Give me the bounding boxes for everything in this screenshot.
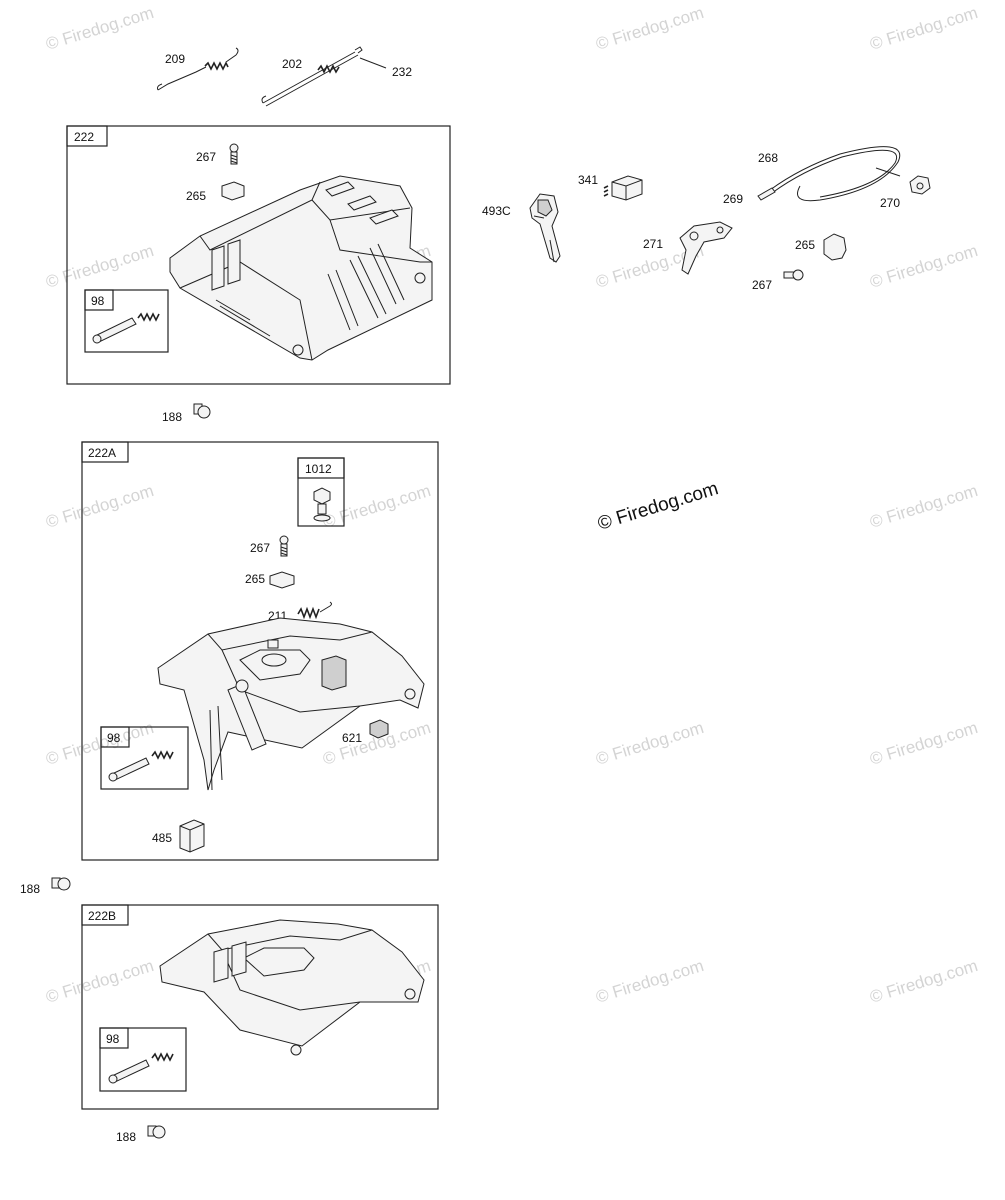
- pin-and-spring-98: [92, 312, 160, 344]
- group-222b: 222B 98: [81, 904, 439, 1110]
- callout-188: 188: [162, 410, 182, 424]
- callout-265: 265: [186, 189, 206, 203]
- leader-232: [359, 57, 387, 69]
- watermark: © Firedog.com: [868, 956, 980, 1007]
- callout-188: 188: [20, 882, 40, 896]
- stud-1012: [313, 487, 331, 522]
- bolt-188: [147, 1125, 166, 1139]
- spring-209: [157, 47, 239, 91]
- callout-493c: 493C: [482, 204, 511, 218]
- group-222a: 222A 1012 267 265 211: [81, 441, 439, 861]
- link-202: [261, 46, 363, 107]
- watermark: © Firedog.com: [44, 956, 156, 1007]
- boot-485: [179, 819, 205, 853]
- spacer-341: [603, 175, 643, 201]
- watermark: © Firedog.com: [868, 241, 980, 292]
- bolt-188: [193, 403, 211, 419]
- kit-label-98: 98: [91, 294, 105, 308]
- kit-label-1012: 1012: [305, 462, 332, 476]
- center-watermark: © Firedog.com: [595, 478, 721, 535]
- control-bracket-222b: [159, 919, 425, 1056]
- kit-label-98: 98: [107, 731, 121, 745]
- watermark: © Firedog.com: [44, 3, 156, 54]
- callout-267: 267: [250, 541, 270, 555]
- callout-621: 621: [342, 731, 362, 745]
- group-label-222a: 222A: [88, 446, 116, 460]
- control-bracket-222: [169, 175, 433, 361]
- watermark: © Firedog.com: [594, 718, 706, 769]
- watermark: © Firedog.com: [321, 481, 433, 532]
- callout-209: 209: [165, 52, 185, 66]
- group-222: 222 267 265: [66, 125, 451, 385]
- watermark: © Firedog.com: [868, 3, 980, 54]
- clip-265: [823, 233, 847, 261]
- pin-and-spring-98: [108, 750, 174, 782]
- callout-270: 270: [880, 196, 900, 210]
- callout-485: 485: [152, 831, 172, 845]
- callout-267: 267: [196, 150, 216, 164]
- clip-265: [221, 181, 245, 201]
- callout-188: 188: [116, 1130, 136, 1144]
- watermark: © Firedog.com: [594, 3, 706, 54]
- watermark: © Firedog.com: [594, 956, 706, 1007]
- screw-267: [229, 143, 239, 165]
- clip-265: [269, 571, 295, 589]
- kit-label-98: 98: [106, 1032, 120, 1046]
- control-bracket-222a: [157, 617, 425, 791]
- callout-269: 269: [723, 192, 743, 206]
- watermark: © Firedog.com: [868, 481, 980, 532]
- watermark: © Firedog.com: [868, 718, 980, 769]
- callout-267: 267: [752, 278, 772, 292]
- cable-268: [757, 146, 901, 202]
- callout-341: 341: [578, 173, 598, 187]
- callout-232: 232: [392, 65, 412, 79]
- screw-267: [279, 535, 289, 557]
- callout-265: 265: [795, 238, 815, 252]
- watermark: © Firedog.com: [44, 241, 156, 292]
- watermark: © Firedog.com: [44, 481, 156, 532]
- pin-and-spring-98: [108, 1052, 174, 1084]
- bracket-493c: [529, 193, 561, 263]
- screw-267: [783, 269, 804, 281]
- clip-621: [369, 719, 389, 739]
- watermarks: © Firedog.com © Firedog.com © Firedog.co…: [44, 3, 980, 1007]
- callout-202: 202: [282, 57, 302, 71]
- callout-271: 271: [643, 237, 663, 251]
- callout-265: 265: [245, 572, 265, 586]
- lever-271: [679, 221, 733, 275]
- group-label-222b: 222B: [88, 909, 116, 923]
- nut-270: [909, 175, 931, 195]
- spring-211: [297, 601, 332, 620]
- bolt-188: [51, 877, 71, 891]
- callout-268: 268: [758, 151, 778, 165]
- group-label-222: 222: [74, 130, 94, 144]
